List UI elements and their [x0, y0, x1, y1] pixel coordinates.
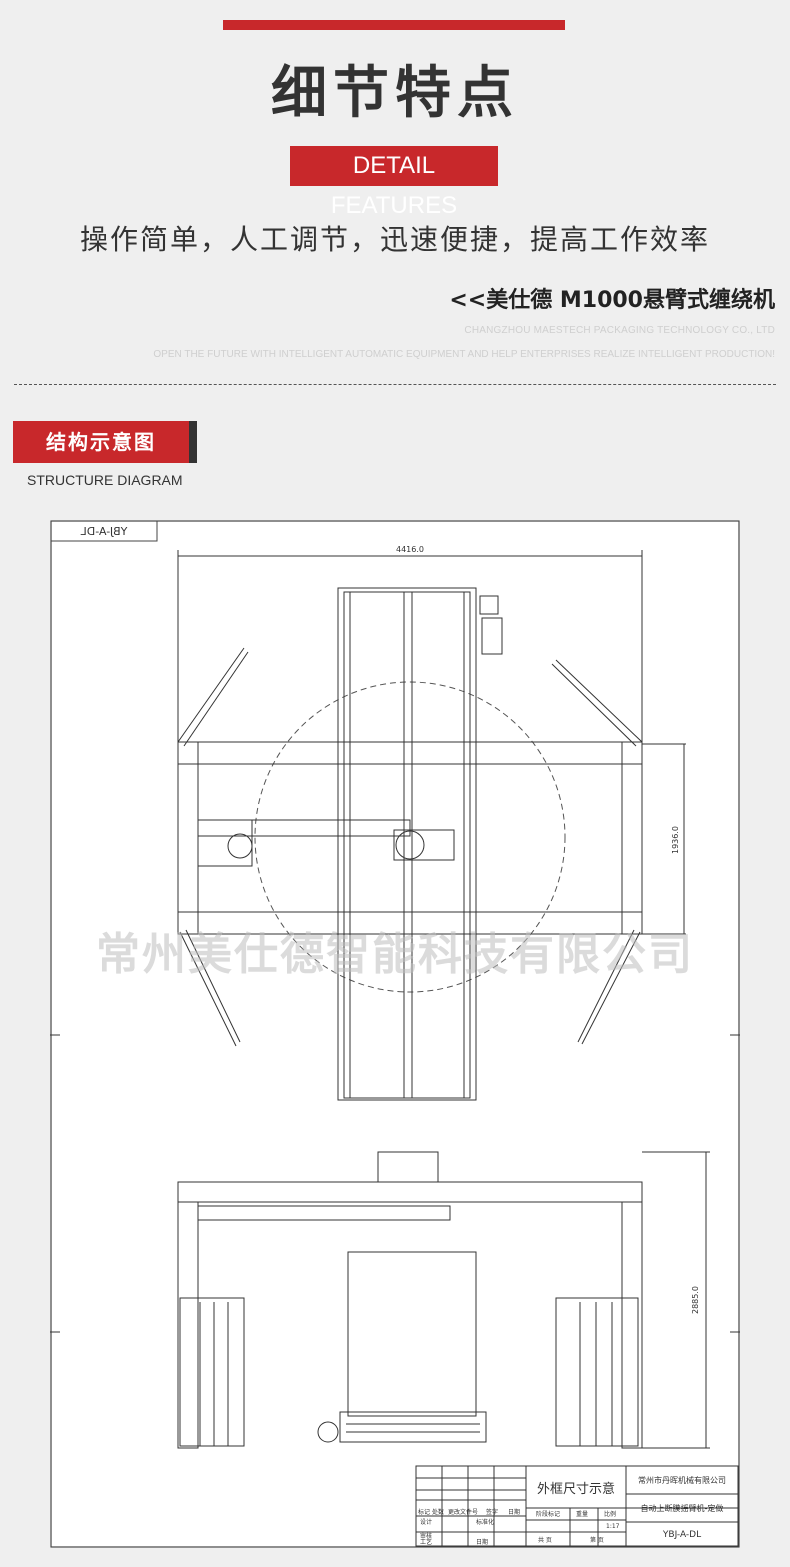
product-name: <<美仕德 M1000悬臂式缠绕机	[449, 288, 775, 313]
dim-height: 2885.0	[691, 1286, 700, 1314]
tb-process: 工艺	[420, 1538, 432, 1546]
tb-sheets: 共 页	[538, 1536, 552, 1544]
section-title: 结构示意图	[13, 421, 197, 463]
tb-weight: 重量	[576, 1510, 588, 1518]
tb-machine: 自动上断膜摇臂机-定做	[641, 1503, 724, 1513]
tb-label-change: 更改文件号	[448, 1508, 478, 1516]
tb-review: 审核	[420, 1532, 432, 1540]
tb-design: 设计	[420, 1518, 432, 1526]
tb-standard: 标准化	[476, 1518, 494, 1526]
dim-width: 4416.0	[396, 545, 424, 554]
section-subtitle: STRUCTURE DIAGRAM	[27, 472, 183, 488]
subtitle-badge: DETAIL FEATURES	[290, 146, 498, 219]
top-accent-bar	[223, 20, 565, 30]
tb-label-date: 日期	[508, 1508, 520, 1516]
tb-label-mark: 标记	[418, 1508, 430, 1516]
tb-company: 常州市丹晖机械有限公司	[638, 1475, 726, 1485]
page-title: 细节特点	[271, 61, 519, 126]
divider	[14, 384, 776, 385]
tb-sheet: 第 页	[590, 1536, 604, 1544]
tb-scale: 1:17	[606, 1523, 620, 1530]
tb-stage: 阶段标记	[536, 1510, 560, 1518]
tb-approve: 日期	[476, 1538, 488, 1546]
tb-label-count: 处数	[432, 1508, 444, 1516]
tb-code: YBJ-A-DL	[662, 1530, 701, 1540]
company-name-en: CHANGZHOU MAESTECH PACKAGING TECHNOLOGY …	[464, 325, 775, 336]
drawing-code-mirrored: YBJ-A-DL	[80, 525, 129, 538]
tb-ratio: 比例	[604, 1510, 616, 1518]
tb-drawing-name: 外框尺寸示意	[537, 1481, 615, 1497]
dim-arm: 1936.0	[671, 826, 680, 854]
slogan: 操作简单，人工调节，迅速便捷，提高工作效率	[79, 223, 710, 256]
structure-drawing: YBJ-A-DL	[50, 520, 740, 1548]
tb-label-sign: 签字	[486, 1508, 498, 1516]
tagline-en: OPEN THE FUTURE WITH INTELLIGENT AUTOMAT…	[153, 349, 775, 360]
watermark: 常州美仕德智能科技有限公司	[96, 929, 694, 980]
